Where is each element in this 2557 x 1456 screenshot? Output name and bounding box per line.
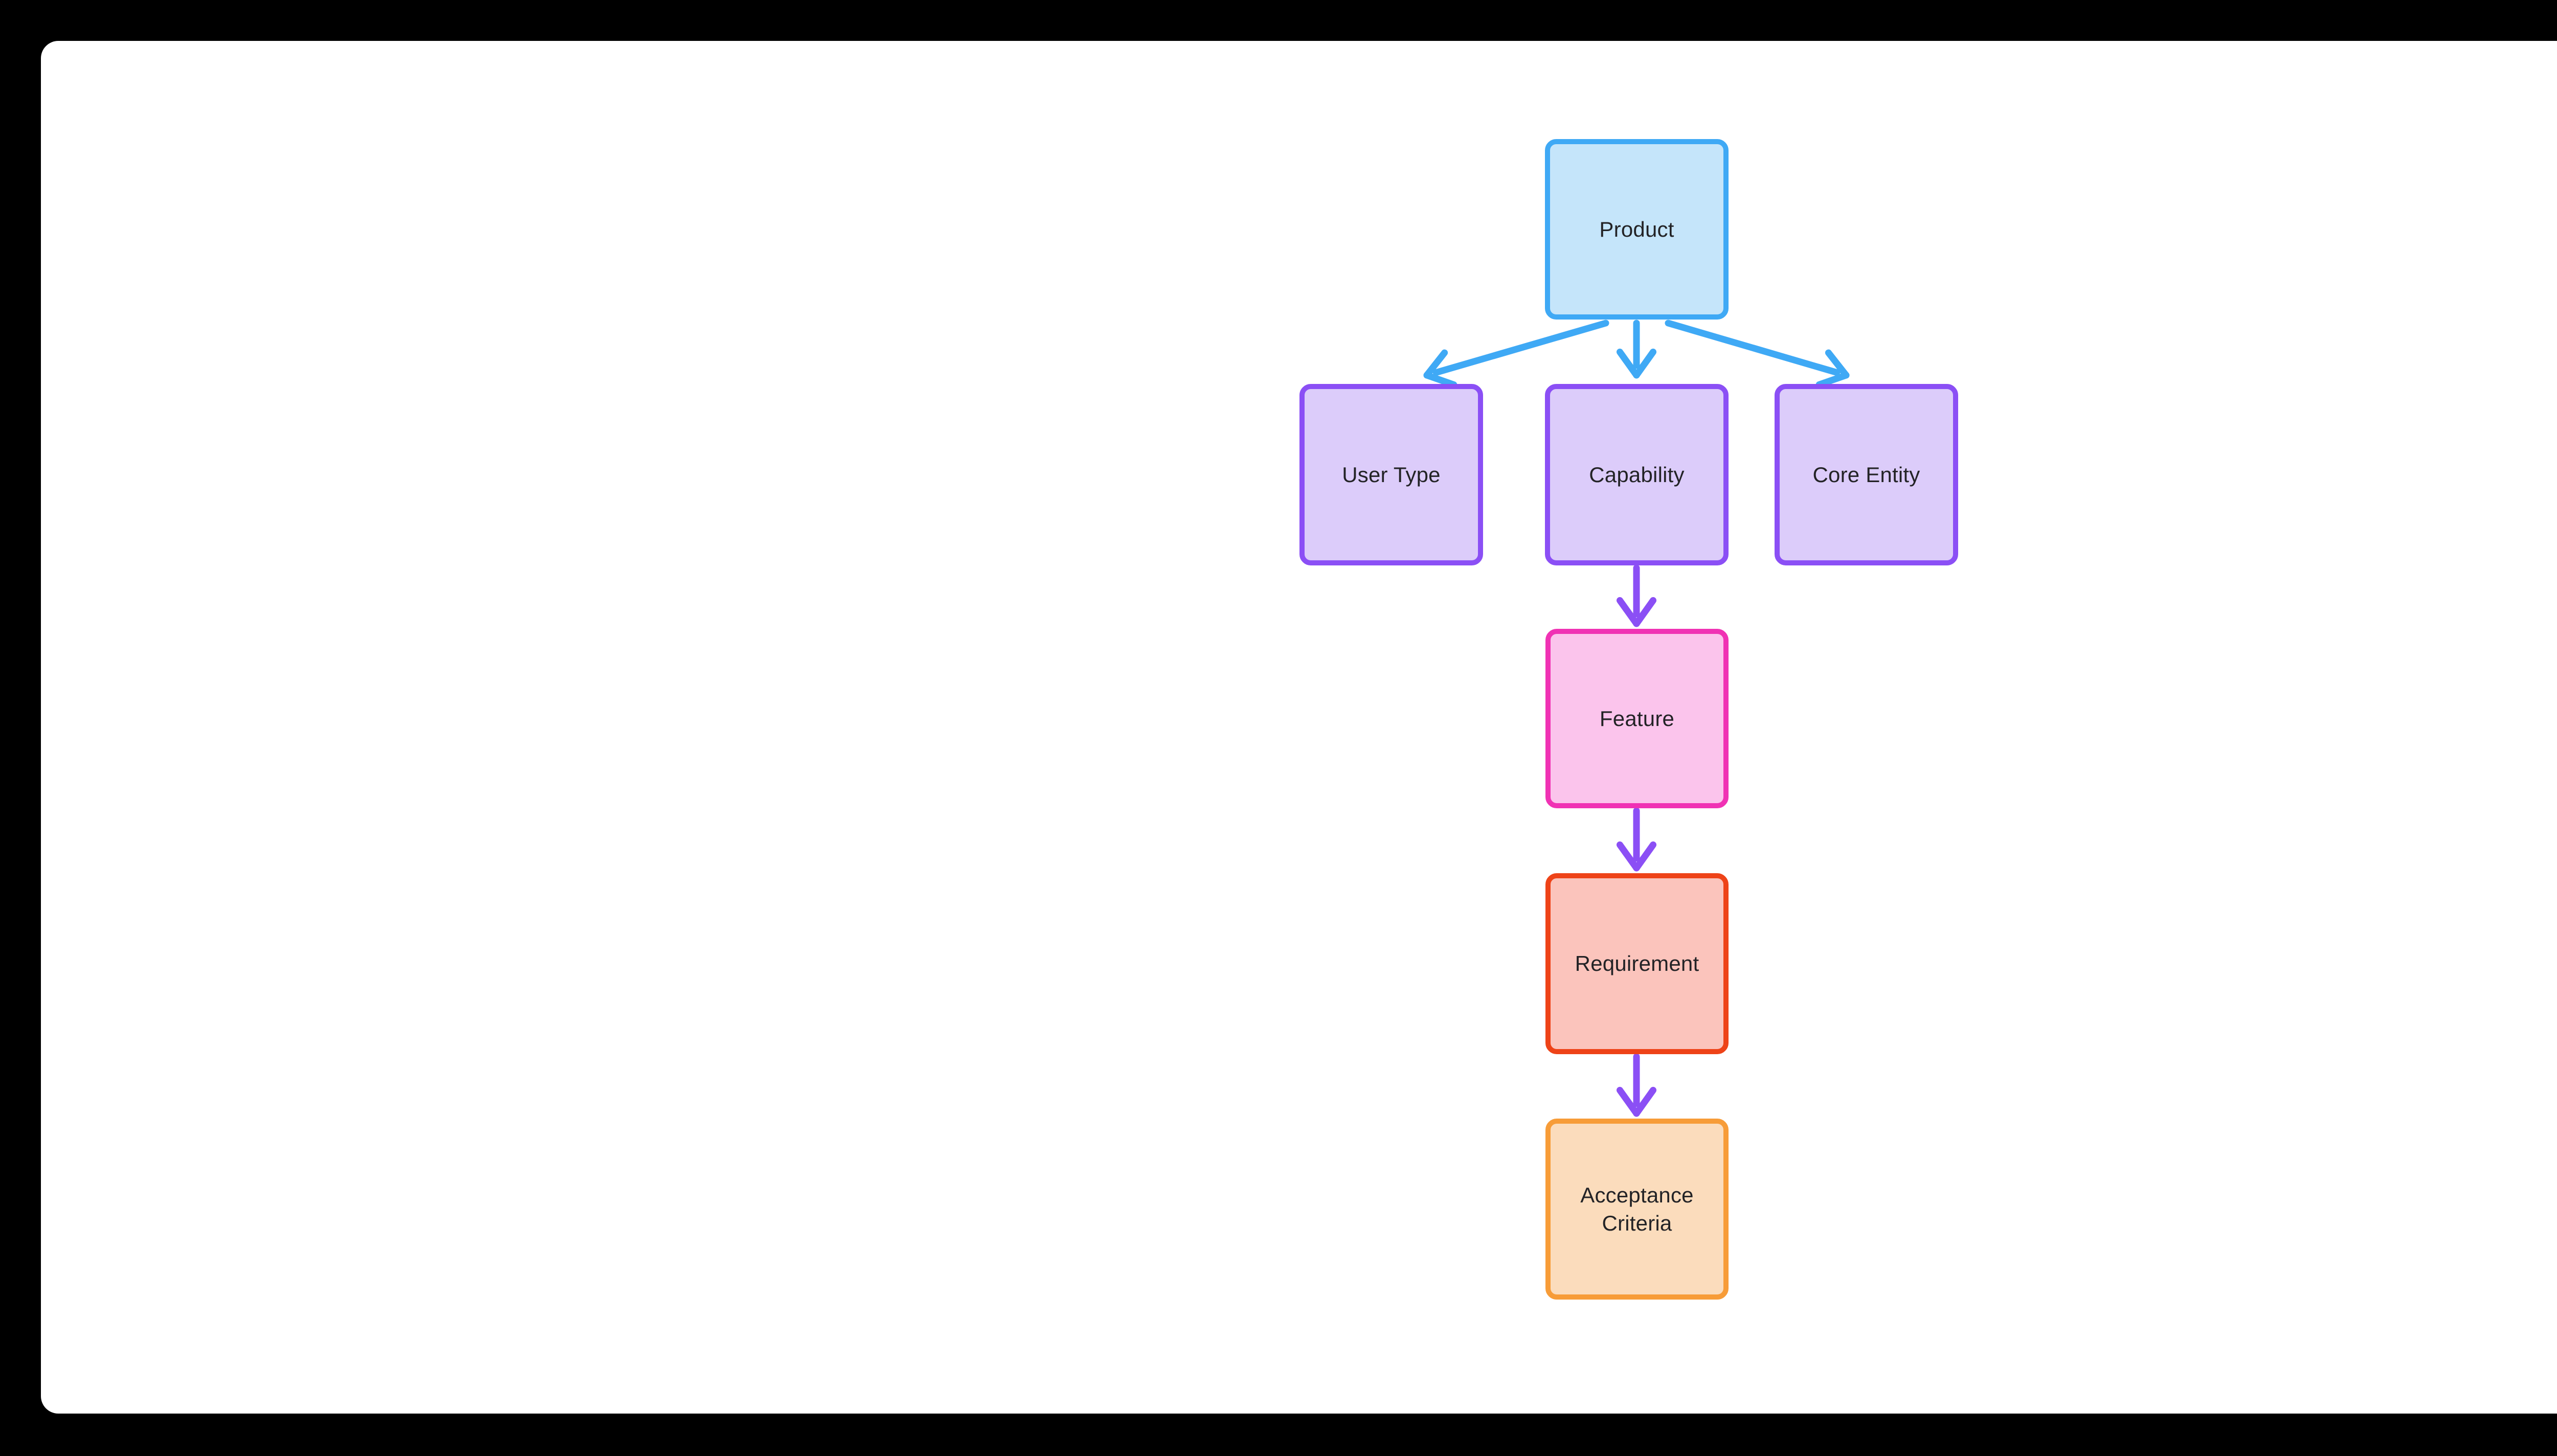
arrowhead-stroke-1 <box>1423 372 1457 388</box>
arrowhead-stroke-0 <box>1616 348 1640 379</box>
edge-product-to-core-entity <box>1665 320 1850 388</box>
node-label-acceptance-criteria: Acceptance Criteria <box>1580 1182 1694 1235</box>
node-label-capability: Capability <box>1589 462 1685 487</box>
node-capability[interactable]: Capability <box>1545 384 1729 565</box>
node-label-core-entity: Core Entity <box>1812 462 1920 487</box>
node-label-feature: Feature <box>1599 706 1675 731</box>
arrowhead-stroke-0 <box>1616 1086 1640 1117</box>
node-label-product: Product <box>1599 217 1674 241</box>
edge-line <box>1432 320 1609 376</box>
node-product[interactable]: Product <box>1545 139 1729 320</box>
node-label-requirement: Requirement <box>1575 951 1699 976</box>
edge-capability-to-feature <box>1616 564 1657 627</box>
arrowhead-stroke-0 <box>1616 841 1640 872</box>
arrowhead-stroke-1 <box>1633 597 1657 627</box>
node-core-entity[interactable]: Core Entity <box>1775 384 1958 565</box>
node-feature[interactable]: Feature <box>1545 629 1729 808</box>
edge-product-to-capability <box>1616 320 1657 379</box>
arrowhead-stroke-0 <box>1815 372 1850 388</box>
node-user-type[interactable]: User Type <box>1299 384 1483 565</box>
node-label-user-type: User Type <box>1342 462 1441 487</box>
edges-layer <box>1423 320 1850 1117</box>
arrowhead-stroke-0 <box>1423 349 1448 379</box>
arrowhead-stroke-1 <box>1633 348 1657 379</box>
arrowhead-stroke-1 <box>1825 349 1850 379</box>
arrowhead-stroke-1 <box>1633 1086 1657 1117</box>
arrowhead-stroke-0 <box>1616 597 1640 627</box>
edge-requirement-to-acceptance <box>1616 1053 1657 1117</box>
node-acceptance-criteria[interactable]: Acceptance Criteria <box>1545 1119 1729 1300</box>
node-requirement[interactable]: Requirement <box>1545 873 1729 1054</box>
arrowhead-stroke-1 <box>1633 841 1657 872</box>
edge-feature-to-requirement <box>1616 807 1657 872</box>
edge-product-to-user-type <box>1423 320 1609 388</box>
edge-line <box>1665 320 1841 376</box>
